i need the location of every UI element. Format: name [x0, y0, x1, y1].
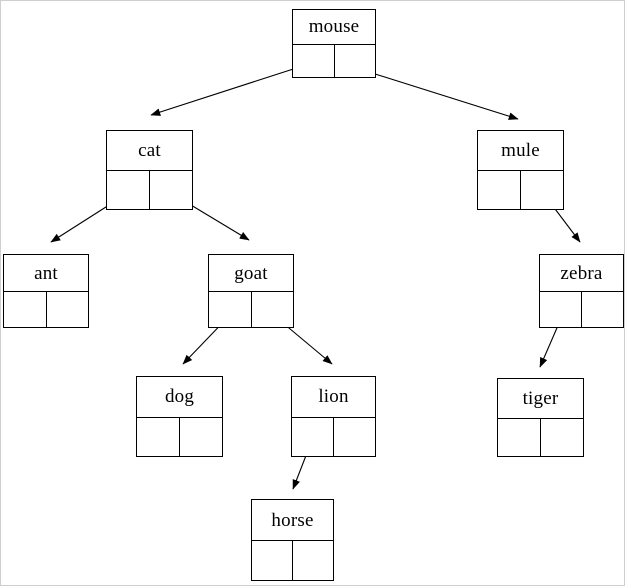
- tree-node-ant[interactable]: ant: [3, 254, 89, 328]
- tree-node-dog[interactable]: dog: [136, 376, 223, 457]
- right-pointer-cell: [252, 292, 294, 327]
- right-pointer-cell: [335, 45, 376, 78]
- right-pointer-cell: [47, 292, 89, 327]
- tree-node-zebra[interactable]: zebra: [539, 254, 624, 328]
- tree-node-pointers: [4, 291, 88, 327]
- tree-node-lion[interactable]: lion: [291, 376, 376, 457]
- tree-node-label: cat: [138, 140, 161, 161]
- tree-node-mule[interactable]: mule: [477, 130, 564, 210]
- left-pointer-cell: [293, 44, 335, 77]
- tree-node-label: mule: [501, 140, 540, 161]
- tree-node-pointers: [498, 417, 583, 457]
- right-pointer-cell: [293, 541, 333, 580]
- right-pointer-cell: [150, 171, 192, 209]
- left-pointer-cell: [478, 171, 521, 209]
- tree-node-pointers: [292, 416, 375, 457]
- tree-node-label: goat: [234, 262, 268, 284]
- tree-node-pointers: [478, 170, 563, 209]
- left-pointer-cell: [4, 292, 47, 327]
- left-pointer-cell: [137, 417, 180, 456]
- tree-node-pointers: [252, 540, 333, 580]
- left-pointer-cell: [209, 292, 252, 327]
- left-pointer-cell: [292, 417, 334, 456]
- tree-node-pointers: [209, 291, 293, 327]
- right-pointer-cell: [334, 418, 375, 457]
- tree-node-pointers: [540, 291, 623, 327]
- right-pointer-cell: [582, 292, 623, 327]
- right-pointer-cell: [541, 419, 583, 457]
- tree-edge-mouse-mule: [352, 66, 519, 120]
- tree-node-goat[interactable]: goat: [208, 254, 294, 328]
- right-pointer-cell: [180, 418, 222, 457]
- left-pointer-cell: [498, 418, 541, 456]
- tree-node-pointers: [137, 416, 222, 457]
- tree-node-horse[interactable]: horse: [251, 499, 334, 581]
- tree-node-mouse[interactable]: mouse: [292, 9, 376, 78]
- tree-node-pointers: [293, 43, 376, 78]
- right-pointer-cell: [521, 171, 563, 209]
- tree-node-tiger[interactable]: tiger: [497, 378, 584, 457]
- left-pointer-cell: [107, 171, 150, 209]
- tree-node-label: horse: [271, 509, 314, 531]
- tree-node-pointers: [107, 170, 192, 209]
- tree-node-label: ant: [34, 262, 58, 284]
- tree-node-label: zebra: [560, 262, 603, 284]
- left-pointer-cell: [540, 292, 582, 327]
- left-pointer-cell: [252, 541, 293, 580]
- tree-node-label: dog: [164, 386, 195, 408]
- tree-node-cat[interactable]: cat: [106, 130, 193, 210]
- tree-node-label: lion: [318, 386, 349, 408]
- tree-node-label: mouse: [308, 16, 360, 38]
- tree-node-label: tiger: [522, 387, 559, 409]
- tree-edge-mouse-cat: [150, 61, 316, 116]
